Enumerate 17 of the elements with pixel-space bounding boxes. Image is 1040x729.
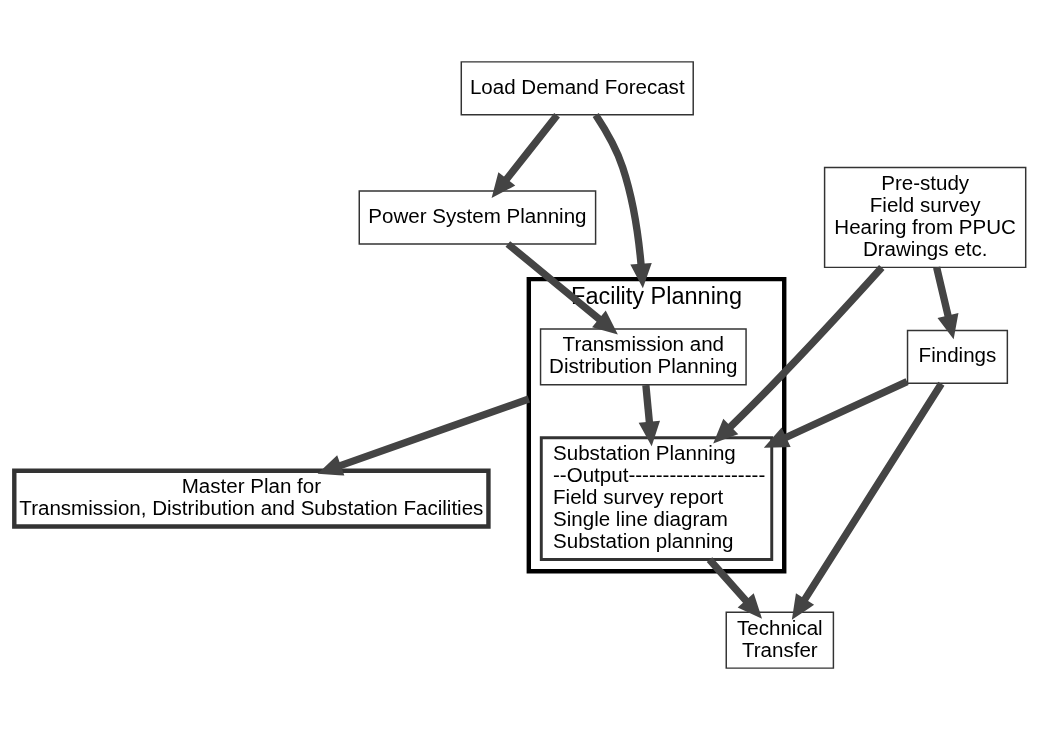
node-box: Substation Planning --Output-------------------- Field survey report Single line diagram Substation planning (539, 435, 774, 561)
node-box: Load Demand Forecast (460, 60, 694, 115)
node-box: Transmission and Distribution Planning (539, 327, 747, 386)
arrow (706, 556, 763, 619)
node-box: Technical Transfer (725, 611, 835, 669)
node-box: Pre-study Field survey Hearing from PPUC Drawings etc. (823, 166, 1027, 268)
node-box: Power System Planning (358, 189, 597, 245)
arrow (592, 112, 652, 288)
arrow (933, 266, 959, 339)
arrow (491, 112, 560, 198)
node-box: Findings (906, 329, 1009, 384)
arrow (505, 240, 618, 335)
arrow (791, 381, 945, 620)
arrow (763, 377, 909, 448)
arrow (713, 264, 885, 444)
arrow (317, 394, 531, 476)
node-box: Master Plan for Transmission, Distribution and Substation Facilities (12, 468, 491, 529)
